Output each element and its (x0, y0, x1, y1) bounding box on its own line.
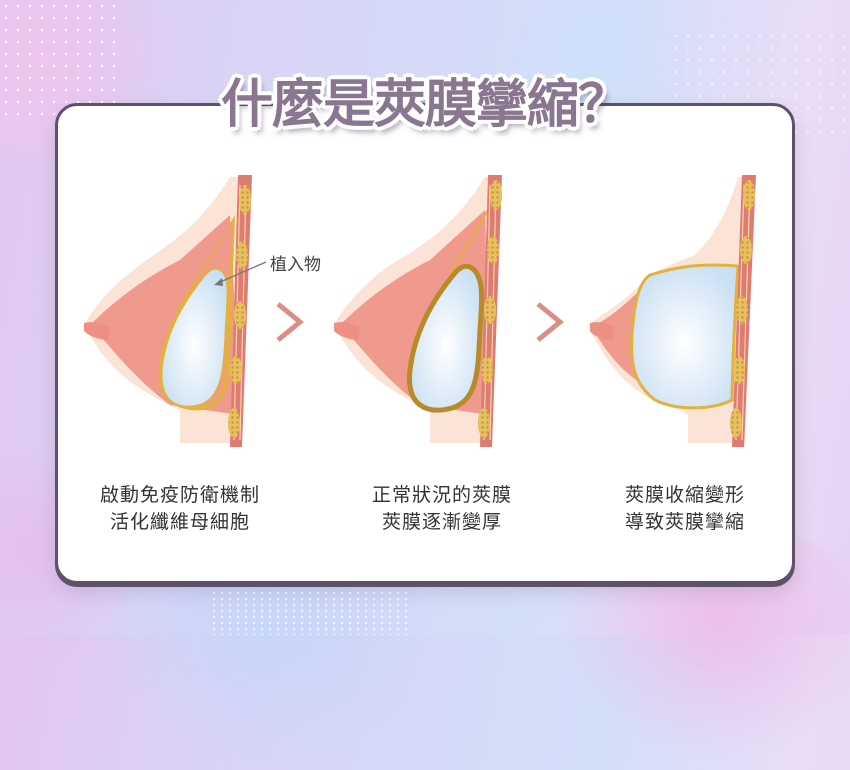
dot-pattern (0, 0, 125, 115)
stage-2-caption: 正常狀況的莢膜 莢膜逐漸變厚 (322, 482, 562, 536)
caption-line: 活化纖維母細胞 (109, 511, 250, 533)
caption-line: 啟動免疫防衛機制 (99, 484, 260, 506)
caption-line: 導致莢膜攣縮 (624, 511, 745, 533)
dot-pattern (210, 590, 410, 635)
chevron-right-icon (276, 302, 304, 342)
stage-3-diagram (580, 165, 780, 455)
stage-3-caption: 莢膜收縮變形 導致莢膜攣縮 (565, 482, 805, 536)
caption-line: 莢膜逐漸變厚 (381, 511, 502, 533)
chevron-right-icon (536, 302, 564, 342)
stage-1-diagram (80, 165, 280, 455)
implant-label: 植入物 (270, 255, 321, 275)
caption-line: 正常狀況的莢膜 (371, 484, 512, 506)
stage-2-diagram (330, 165, 530, 455)
page-title: 什麼是莢膜攣縮？ (220, 75, 630, 135)
caption-line: 莢膜收縮變形 (624, 484, 745, 506)
stage-1-caption: 啟動免疫防衛機制 活化纖維母細胞 (60, 482, 300, 536)
